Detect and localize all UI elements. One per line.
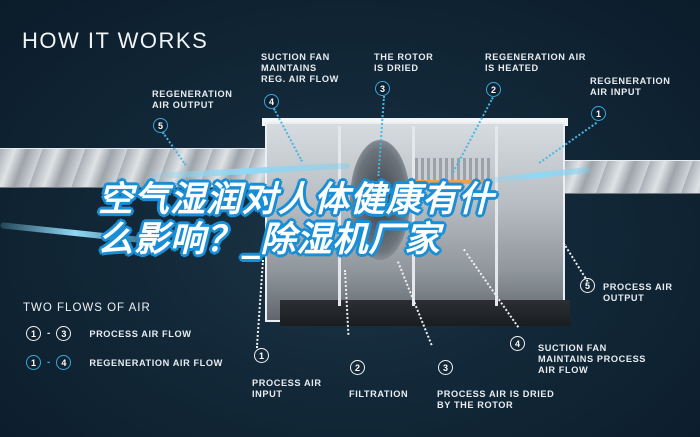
label-regeneration-air-output: REGENERATION AIR OUTPUT	[152, 89, 233, 111]
label-process-air-input: PROCESS AIR INPUT	[252, 378, 322, 400]
label-line: REGENERATION	[152, 89, 233, 99]
label-line: AIR FLOW	[538, 365, 589, 375]
label-line: MAINTAINS	[261, 63, 317, 73]
badge-process-1: 1	[254, 348, 269, 363]
label-line: PROCESS AIR	[603, 282, 673, 292]
legend-badge-from: 1	[26, 355, 41, 370]
badge-process-5: 5	[580, 278, 595, 293]
legend-badge-to: 4	[56, 355, 72, 370]
badge-process-2: 2	[350, 360, 365, 375]
label-line: FILTRATION	[349, 389, 409, 399]
label-line: INPUT	[252, 389, 283, 399]
badge-regen-3: 3	[375, 81, 390, 96]
label-line: OUTPUT	[603, 293, 645, 303]
label-suction-fan-process: SUCTION FAN MAINTAINS PROCESS AIR FLOW	[538, 343, 646, 376]
label-line: AIR INPUT	[590, 87, 642, 97]
badge-regen-4: 4	[264, 94, 279, 109]
badge-process-3: 3	[438, 360, 453, 375]
label-line: IS HEATED	[485, 63, 539, 73]
legend-label: PROCESS AIR FLOW	[89, 328, 192, 339]
label-line: SUCTION FAN	[538, 343, 607, 353]
heater-element	[415, 158, 490, 184]
label-line: PROCESS AIR IS DRIED	[437, 389, 555, 399]
label-line: PROCESS AIR	[252, 378, 322, 388]
cabinet-base	[280, 300, 570, 326]
cabinet-divider	[495, 126, 498, 306]
legend-title: TWO FLOWS OF AIR	[23, 302, 151, 314]
badge-regen-5: 5	[153, 118, 168, 133]
label-line: IS DRIED	[374, 63, 419, 73]
page-title: HOW IT WORKS	[22, 28, 209, 53]
label-line: AIR OUTPUT	[152, 100, 215, 110]
cabinet-divider	[338, 126, 341, 306]
label-process-air-dried: PROCESS AIR IS DRIED BY THE ROTOR	[437, 389, 554, 411]
badge-regen-2: 2	[486, 82, 501, 97]
label-line: THE ROTOR	[374, 52, 434, 62]
label-line: REG. AIR FLOW	[261, 74, 339, 84]
label-line: BY THE ROTOR	[437, 400, 514, 410]
badge-regen-1: 1	[591, 106, 606, 121]
legend-badge-from: 1	[26, 326, 41, 341]
label-line: SUCTION FAN	[261, 52, 330, 62]
label-line: REGENERATION	[590, 76, 671, 86]
legend-badge-to: 3	[56, 326, 72, 341]
legend-dash: -	[47, 357, 51, 368]
badge-process-4: 4	[510, 336, 525, 351]
desiccant-rotor	[350, 140, 410, 260]
label-process-air-output: PROCESS AIR OUTPUT	[603, 282, 673, 304]
dehumidifier-cabinet	[265, 122, 565, 322]
legend-label: REGENERATION AIR FLOW	[89, 357, 223, 368]
label-regen-heated: REGENERATION AIR IS HEATED	[485, 52, 586, 74]
label-rotor-dried: THE ROTOR IS DRIED	[374, 52, 433, 74]
label-suction-fan-reg: SUCTION FAN MAINTAINS REG. AIR FLOW	[261, 52, 339, 85]
label-line: REGENERATION AIR	[485, 52, 586, 62]
legend-row-process: 1 - 3 PROCESS AIR FLOW	[26, 326, 192, 341]
cabinet-divider	[412, 126, 415, 306]
legend-dash: -	[47, 328, 51, 339]
overlay-title-line1: 空气湿润对人体健康有什	[98, 180, 495, 220]
label-line: MAINTAINS PROCESS	[538, 354, 647, 364]
legend-row-regeneration: 1 - 4 REGENERATION AIR FLOW	[26, 355, 223, 370]
label-regen-input: REGENERATION AIR INPUT	[590, 76, 671, 98]
label-filtration: FILTRATION	[349, 389, 408, 400]
right-duct	[565, 160, 700, 194]
overlay-title-line2: 么影响？_除湿机厂家	[98, 220, 441, 260]
leader-line	[255, 260, 264, 348]
overlay-title: 空气湿润对人体健康有什 么影响？_除湿机厂家	[98, 180, 618, 260]
